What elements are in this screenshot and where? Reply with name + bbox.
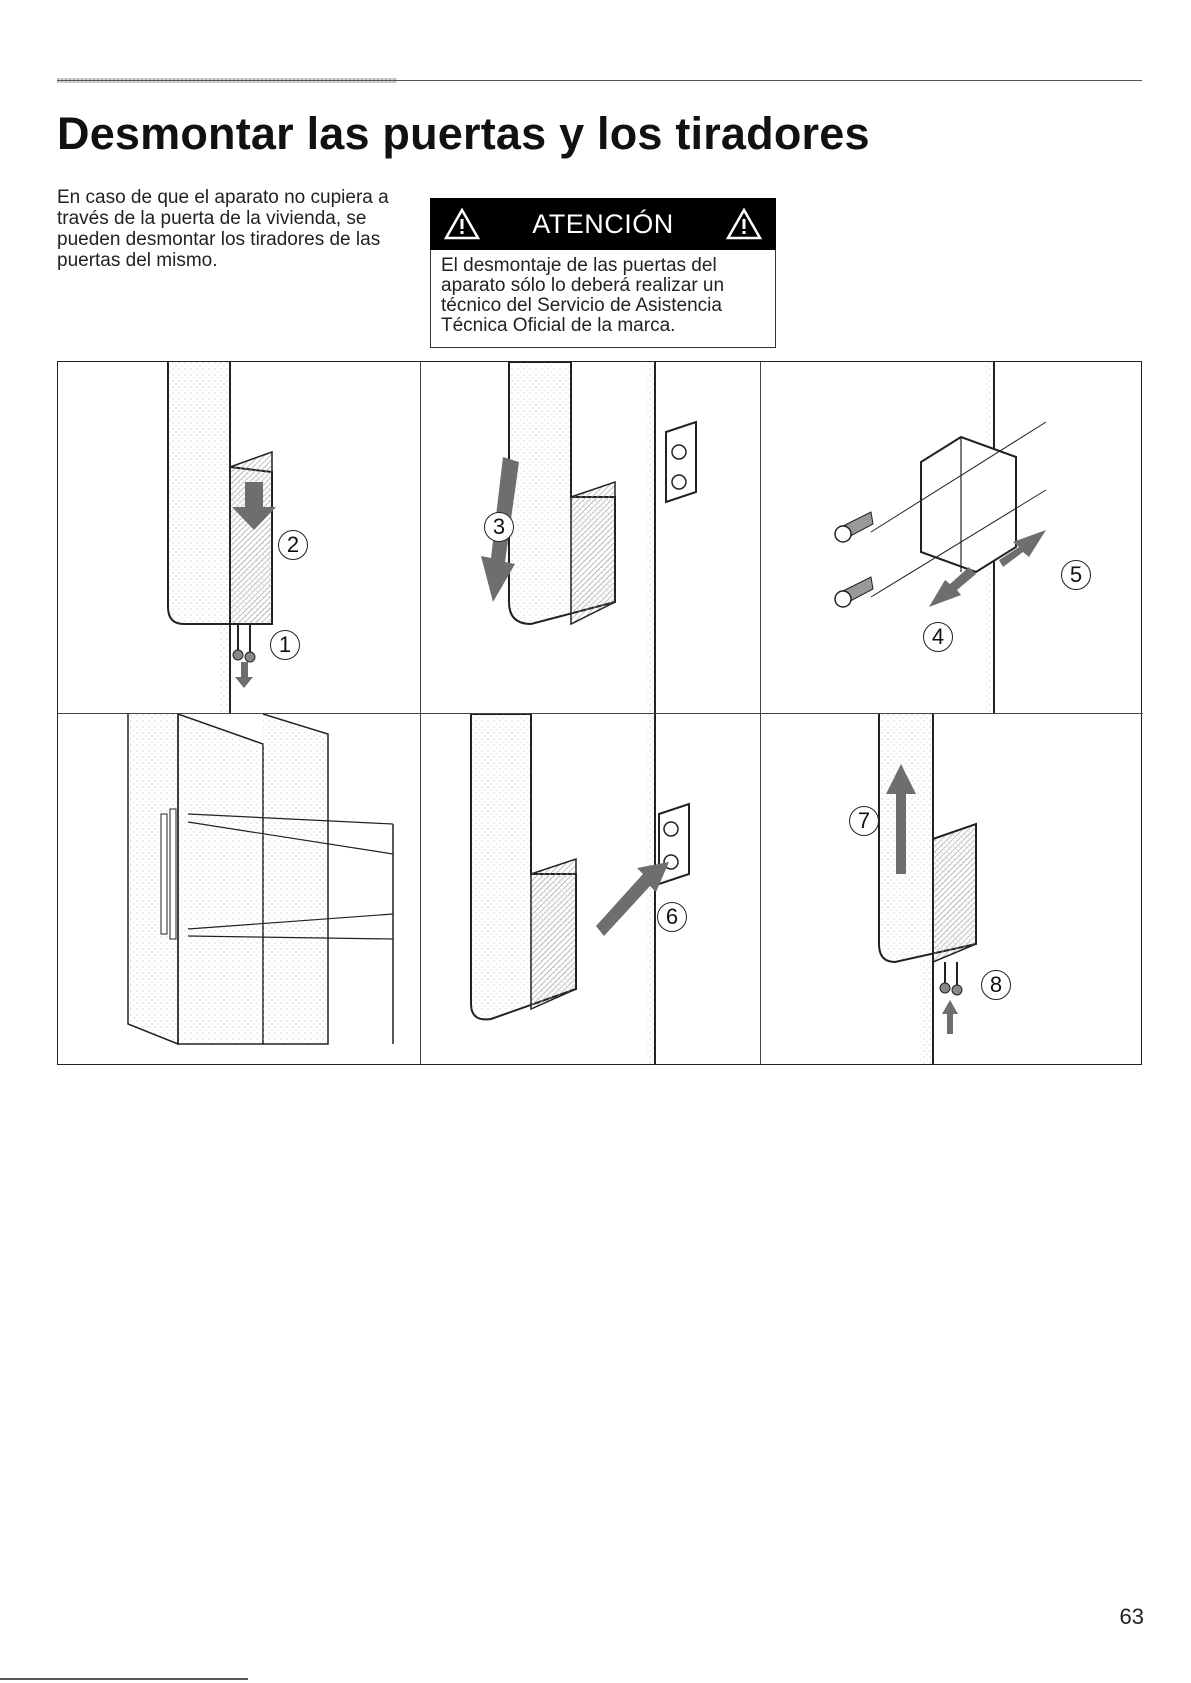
panel-remove-screws: 2 1 bbox=[58, 362, 421, 714]
step-1-marker: 1 bbox=[270, 630, 300, 660]
warning-triangle-icon bbox=[444, 208, 480, 240]
warning-box: ATENCIÓN El desmontaje de las puertas de… bbox=[430, 198, 776, 348]
panel-refrigerator-overview bbox=[58, 714, 421, 1064]
warning-title: ATENCIÓN bbox=[532, 208, 674, 239]
step-5-marker: 5 bbox=[1061, 560, 1091, 590]
warning-header: ATENCIÓN bbox=[430, 198, 776, 250]
step-3-marker: 3 bbox=[484, 512, 514, 542]
step-2-marker: 2 bbox=[278, 530, 308, 560]
step-4-marker: 4 bbox=[923, 622, 953, 652]
panel-reattach-screws: 7 8 bbox=[761, 714, 1143, 1064]
intro-paragraph: En caso de que el aparato no cupiera a t… bbox=[57, 187, 389, 271]
warning-triangle-icon bbox=[725, 208, 762, 240]
step-8-marker: 8 bbox=[981, 970, 1011, 1000]
page-title: Desmontar las puertas y los tiradores bbox=[57, 108, 870, 159]
panel-slide-handle-down: 3 bbox=[421, 362, 761, 714]
instruction-figure: 2 1 3 5 bbox=[57, 361, 1143, 1065]
panel-attach-handle: 6 bbox=[421, 714, 761, 1064]
header-rule bbox=[57, 80, 1142, 81]
panel-remove-bracket: 5 4 bbox=[761, 362, 1143, 714]
step-6-marker: 6 bbox=[657, 902, 687, 932]
footer-rule bbox=[0, 1678, 248, 1680]
page-number: 63 bbox=[1119, 1604, 1144, 1629]
step-7-marker: 7 bbox=[849, 806, 879, 836]
warning-text: El desmontaje de las puertas del aparato… bbox=[441, 255, 725, 336]
